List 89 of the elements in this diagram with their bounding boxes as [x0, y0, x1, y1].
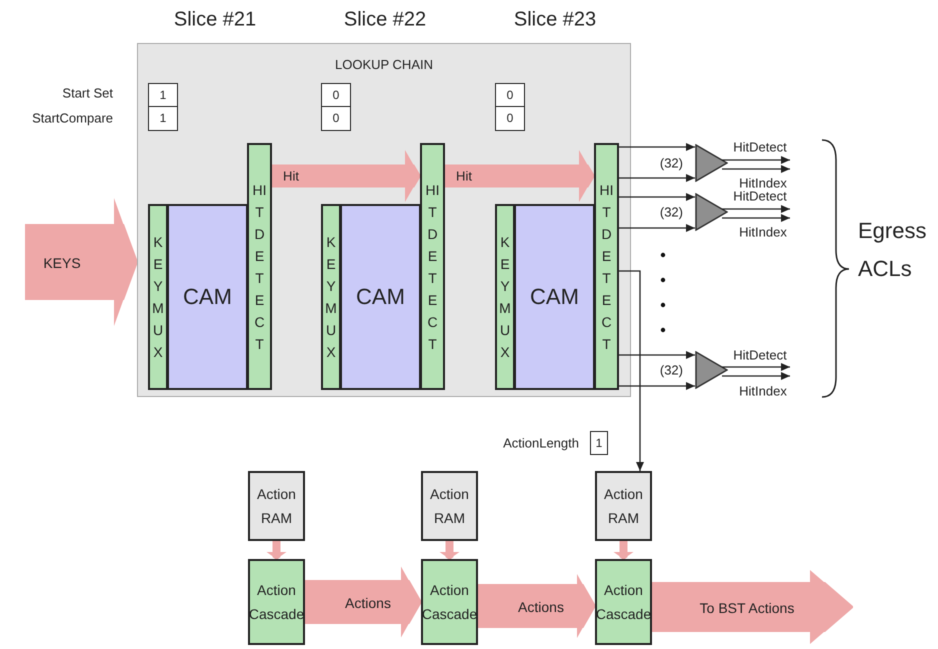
- block-label: Action Cascade: [422, 580, 478, 624]
- block-arrow: [266, 541, 286, 559]
- arrow: [619, 351, 695, 359]
- vertical-label: HIT DETECT: [600, 180, 614, 354]
- edge-label: HitDetect: [733, 348, 787, 362]
- block-arrow: [25, 198, 137, 326]
- register-value: 1: [160, 110, 166, 127]
- block-arrow: [652, 570, 853, 644]
- key-mux-bar: [148, 204, 168, 390]
- bus-width-label: (32): [660, 156, 683, 170]
- hit-detect-bar: [420, 143, 445, 390]
- block-label: Action RAM: [603, 484, 644, 528]
- lookup-chain-panel: [137, 43, 631, 397]
- edge-label: Actions: [518, 599, 564, 615]
- cam-block: [514, 204, 595, 390]
- bus-width-label: (32): [660, 362, 683, 378]
- edge-label: Actions: [345, 595, 391, 611]
- arrow: [619, 224, 695, 232]
- edge-label: KEYS: [43, 255, 81, 271]
- slice-heading: Slice #21: [174, 8, 256, 32]
- arrow: [619, 382, 695, 390]
- bus-width-label: (32): [660, 204, 683, 220]
- block-arrow: [478, 574, 595, 638]
- block-label: Action RAM: [256, 484, 297, 528]
- vertical-label: KEY MUX: [498, 233, 512, 362]
- action-ram-box: [248, 471, 305, 541]
- edge-label: To BST Actions: [700, 600, 794, 616]
- cam-block: [340, 204, 421, 390]
- register-value: 0: [506, 110, 514, 127]
- hit-detect-bar: [594, 143, 619, 390]
- block-arrow: [272, 150, 420, 202]
- arrow: [619, 193, 695, 201]
- action-ram-box: [421, 471, 478, 541]
- hit-detect-bar: [247, 143, 272, 390]
- block-arrow: [305, 566, 421, 638]
- cam-block: [167, 204, 248, 390]
- edge-label: HitDetect: [733, 140, 787, 154]
- register-value: 0: [332, 86, 340, 104]
- block-label: Action Cascade: [248, 580, 304, 624]
- vertical-label: HIT DETECT: [252, 180, 266, 354]
- block-label: CAM: [530, 282, 579, 311]
- action-ram-box: [595, 471, 652, 541]
- block-arrow: [445, 150, 594, 202]
- key-mux-bar: [495, 204, 515, 390]
- register-box: [495, 106, 525, 131]
- row-label: Start Set: [62, 86, 113, 100]
- panel-title: LOOKUP CHAIN: [334, 56, 433, 74]
- edge-label: HitIndex: [739, 176, 787, 190]
- register-box: [495, 83, 525, 107]
- arrow: [722, 205, 790, 213]
- block-label: CAM: [183, 282, 232, 311]
- register-value: 0: [332, 110, 340, 127]
- block-arrow: [614, 541, 634, 559]
- arrow: [619, 143, 695, 151]
- register-box: [148, 83, 178, 107]
- group-label: Egress ACLs: [858, 217, 928, 283]
- arrow: [722, 165, 790, 173]
- register-value: 1: [596, 434, 602, 452]
- arrow: [619, 270, 644, 471]
- edge-label: Hit: [283, 168, 299, 184]
- action-cascade-box: [421, 559, 478, 645]
- edge-label: HitIndex: [739, 224, 787, 240]
- vertical-label: KEY MUX: [151, 233, 165, 362]
- block-label: Action Cascade: [596, 580, 652, 624]
- action-cascade-box: [248, 559, 305, 645]
- register-value: 0: [506, 86, 514, 104]
- field-label: ActionLength: [503, 436, 579, 450]
- register-value: 1: [160, 86, 166, 104]
- action-cascade-box: [595, 559, 652, 645]
- key-mux-bar: [321, 204, 341, 390]
- edge-label: HitDetect: [733, 188, 787, 204]
- block-label: CAM: [356, 282, 405, 311]
- arrow: [722, 372, 790, 380]
- row-label: StartCompare: [32, 110, 113, 126]
- arrow: [619, 174, 695, 182]
- block-arrow: [440, 541, 460, 559]
- vertical-label: KEY MUX: [324, 233, 338, 362]
- block-label: Action RAM: [429, 484, 470, 528]
- edge-label: HitIndex: [739, 384, 787, 398]
- slice-heading: Slice #22: [344, 8, 426, 32]
- register-box: [321, 106, 351, 131]
- register-box: [148, 106, 178, 131]
- arrow: [722, 363, 790, 371]
- arrow: [722, 156, 790, 164]
- arrow: [722, 214, 790, 222]
- slice-heading: Slice #23: [514, 8, 596, 32]
- edge-label: Hit: [456, 168, 472, 184]
- register-box: [321, 83, 351, 107]
- vertical-label: HIT DETECT: [426, 180, 440, 354]
